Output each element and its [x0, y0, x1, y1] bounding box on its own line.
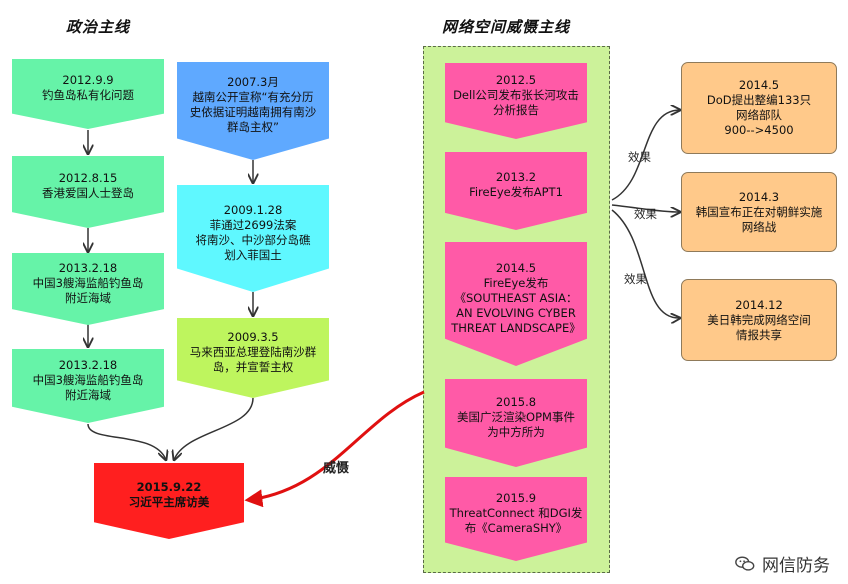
cyber-event-4: 2015.8 美国广泛渲染OPM事件 为中方所为: [445, 379, 587, 467]
event-line: 钓鱼岛私有化问题: [42, 88, 134, 102]
event-line: 香港爱国人士登岛: [42, 186, 134, 200]
cyber-line-heading: 网络空间威慑主线: [442, 18, 571, 36]
political-left-event-1: 2012.9.9 钓鱼岛私有化问题: [12, 59, 164, 129]
target-line: 习近平主席访美: [128, 495, 210, 509]
event-line: 菲通过2699法案: [209, 217, 297, 232]
target-event-visit: 2015.9.22 习近平主席访美: [94, 463, 244, 539]
event-line: 中国3艘海监船钓鱼岛: [32, 275, 144, 290]
event-line: 分析报告: [492, 102, 539, 117]
effect-event-2: 2014.3 韩国宣布正在对朝鲜实施 网络战: [681, 172, 837, 252]
political-left-event-4: 2013.2.18 中国3艘海监船钓鱼岛 附近海域: [12, 349, 164, 423]
cyber-event-3: 2014.5 FireEye发布 《SOUTHEAST ASIA： AN EVO…: [445, 242, 587, 366]
deterrence-label: 威慑: [323, 461, 350, 476]
event-line: 2007.3月: [227, 75, 279, 89]
event-line: FireEye发布APT1: [469, 185, 563, 199]
arrow-effect-1: [611, 110, 680, 201]
effect-event-3: 2014.12 美日韩完成网络空间 情报共享: [681, 279, 837, 361]
effect-label-1: 效果: [628, 150, 651, 164]
event-line: 2014.5: [495, 260, 537, 275]
watermark: 网信防务: [734, 551, 830, 576]
event-line: 为中方所为: [487, 424, 545, 439]
event-line: THREAT LANDSCAPE》: [451, 320, 581, 335]
watermark-text: 网信防务: [762, 556, 830, 576]
effect-line: 情报共享: [736, 327, 782, 342]
event-line: 2013.2: [495, 170, 537, 184]
wechat-logo-icon: [735, 555, 755, 571]
event-line: 布《CameraSHY》: [464, 520, 568, 535]
effect-line: 韩国宣布正在对朝鲜实施: [695, 204, 823, 219]
effect-line: 2014.5: [738, 78, 780, 92]
event-line: 群岛主权”: [227, 120, 279, 134]
effect-label-2: 效果: [634, 207, 657, 221]
effect-line: 900-->4500: [724, 123, 794, 137]
effect-label-3: 效果: [624, 272, 647, 286]
event-line: 中国3艘海监船钓鱼岛: [32, 372, 144, 387]
effect-line: DoD提出整编133只: [706, 93, 812, 107]
event-line: 2009.1.28: [223, 202, 283, 217]
event-line: ThreatConnect 和DGI发: [449, 505, 583, 520]
event-line: 2009.3.5: [227, 329, 279, 344]
effect-line: 网络战: [741, 219, 777, 234]
event-line: 2012.9.9: [62, 73, 114, 87]
event-line: 2012.8.15: [58, 171, 118, 185]
event-line: Dell公司发布张长河攻击: [453, 87, 579, 102]
effect-line: 网络部队: [736, 108, 782, 122]
event-line: 附近海域: [64, 290, 111, 305]
arrow-right-to-target: [174, 397, 254, 460]
event-line: 划入菲国土: [224, 247, 282, 262]
event-line: 美国广泛渲染OPM事件: [457, 409, 575, 424]
event-line: 岛，并宣誓主权: [212, 359, 294, 374]
political-left-event-2: 2012.8.15 香港爱国人士登岛: [12, 156, 164, 228]
event-line: 2012.5: [495, 72, 537, 87]
event-line: FireEye发布: [483, 275, 549, 290]
political-line-heading: 政治主线: [66, 18, 131, 36]
event-line: 2013.2.18: [58, 357, 118, 372]
event-line: 2015.9: [495, 490, 537, 505]
effect-event-1: 2014.5 DoD提出整编133只 网络部队 900-->4500: [681, 62, 837, 154]
political-right-event-2: 2009.1.28 菲通过2699法案 将南沙、中沙部分岛礁 划入菲国土: [177, 185, 329, 292]
political-right-event-3: 2009.3.5 马来西亚总理登陆南沙群 岛，并宣誓主权: [177, 318, 329, 398]
arrow-deterrence: [244, 390, 425, 508]
event-line: AN EVOLVING CYBER: [456, 305, 576, 320]
effect-line: 2014.12: [735, 297, 783, 312]
event-line: 史依据证明越南拥有南沙: [189, 105, 317, 119]
effect-line: 美日韩完成网络空间: [707, 312, 811, 327]
political-left-event-3: 2013.2.18 中国3艘海监船钓鱼岛 附近海域: [12, 253, 164, 325]
event-line: 2015.8: [495, 394, 537, 409]
political-right-event-1: 2007.3月 越南公开宣称“有充分历 史依据证明越南拥有南沙 群岛主权”: [177, 62, 329, 160]
cyber-event-2: 2013.2 FireEye发布APT1: [445, 152, 587, 230]
cyber-event-1: 2012.5 Dell公司发布张长河攻击 分析报告: [445, 63, 587, 139]
target-line: 2015.9.22: [136, 480, 202, 494]
event-line: 越南公开宣称“有充分历: [192, 90, 314, 104]
arrow-left-to-target: [87, 423, 166, 460]
effect-line: 2014.3: [738, 189, 780, 204]
event-line: 《SOUTHEAST ASIA：: [454, 290, 578, 305]
cyber-event-5: 2015.9 ThreatConnect 和DGI发 布《CameraSHY》: [445, 477, 587, 561]
event-line: 2013.2.18: [58, 260, 118, 275]
event-line: 将南沙、中沙部分岛礁: [195, 232, 311, 247]
event-line: 附近海域: [64, 387, 111, 402]
event-line: 马来西亚总理登陆南沙群: [189, 344, 317, 359]
arrow-effect-3: [611, 209, 680, 318]
arrow-effect-2: [611, 204, 680, 212]
